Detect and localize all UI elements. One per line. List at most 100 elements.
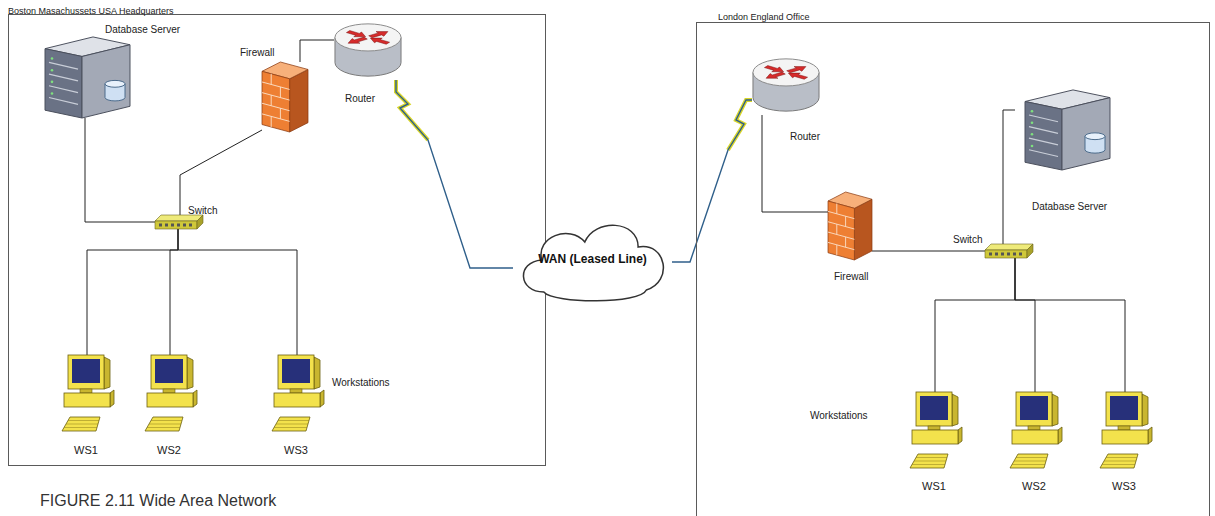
brick-joint <box>828 211 854 218</box>
router-icon <box>752 55 820 115</box>
keyboard-keys <box>274 427 307 428</box>
lightning-bolt <box>396 80 428 140</box>
keyboard-keys <box>916 457 947 458</box>
network-cable <box>762 115 828 212</box>
monitor-stand <box>163 389 175 393</box>
keyboard-keys <box>1016 457 1047 458</box>
keyboard-keys <box>1104 461 1136 462</box>
server-bay <box>49 86 78 93</box>
workstation: WS2 <box>143 355 198 433</box>
keyboard-keys <box>1106 457 1137 458</box>
database-server: Database Server <box>1015 88 1115 170</box>
monitor-screen <box>1110 396 1138 420</box>
server-bay <box>1029 150 1058 157</box>
router-arrows <box>344 29 392 45</box>
ws-icon <box>908 392 963 470</box>
case-side <box>193 390 197 407</box>
switch-port <box>189 224 192 227</box>
computer-case <box>912 430 958 444</box>
server-bay <box>1029 115 1058 122</box>
keyboard <box>145 417 183 431</box>
server-bay <box>49 74 78 81</box>
wan-link <box>672 100 752 262</box>
server-led <box>1031 121 1034 124</box>
server-bay <box>1029 127 1058 134</box>
device-label: Firewall <box>240 47 274 59</box>
keyboard-keys <box>64 427 97 428</box>
network-cable <box>87 229 178 355</box>
keyboard-keys <box>912 464 945 465</box>
brick-joint <box>262 93 290 100</box>
brick-joint <box>271 116 272 127</box>
network-cable <box>180 130 262 215</box>
ws-icon <box>1008 392 1063 470</box>
switch-port <box>177 224 180 227</box>
router-top <box>335 24 401 51</box>
monitor-screen <box>72 359 100 383</box>
server-led <box>51 57 54 60</box>
router-arrow <box>762 64 787 74</box>
brick-joint <box>845 216 846 226</box>
wan-link <box>396 80 513 268</box>
router-icon <box>334 20 402 80</box>
device-label: Router <box>790 131 820 143</box>
keyboard-keys <box>1014 461 1046 462</box>
device-label: Switch <box>953 234 982 246</box>
switch-front <box>985 250 1027 258</box>
router-top <box>753 59 819 86</box>
monitor-side <box>314 357 320 389</box>
caption-holder: FIGURE 2.11 Wide Area Network <box>40 492 276 510</box>
server-front <box>1025 102 1062 170</box>
brick-joint <box>836 224 837 234</box>
keyboard-keys <box>278 420 309 421</box>
brick-joint <box>280 108 281 119</box>
switch-port <box>995 253 998 256</box>
keyboard-keys <box>276 424 308 425</box>
brick-joint <box>828 222 854 229</box>
case-side <box>1058 427 1062 444</box>
firewall-side <box>854 199 872 260</box>
keyboard-keys <box>914 461 946 462</box>
monitor-side <box>1142 394 1148 426</box>
switch-side <box>197 215 203 229</box>
ws-icon <box>1098 392 1153 470</box>
network-cable <box>178 229 297 355</box>
lightning-layer <box>396 80 752 150</box>
firewall-side <box>290 69 308 132</box>
keyboard <box>272 417 310 431</box>
monitor <box>916 392 952 426</box>
network-cable <box>300 40 334 62</box>
firewall-front <box>828 201 854 260</box>
switch-port <box>1019 253 1022 256</box>
device-label: WS2 <box>1022 480 1046 493</box>
ws-icon <box>270 355 325 433</box>
network-cable <box>170 229 178 355</box>
switch-port <box>1013 253 1016 256</box>
switch-front <box>155 221 197 229</box>
network-cable <box>1003 110 1015 244</box>
switch-side <box>1027 244 1033 258</box>
group-label: Workstations <box>810 410 868 422</box>
network-cable <box>872 251 985 252</box>
workstation: WS3 <box>1098 392 1153 470</box>
device-label: Database Server <box>1032 201 1107 213</box>
switch-icon <box>985 244 1033 258</box>
device-label: WS2 <box>157 444 181 457</box>
monitor-side <box>952 394 958 426</box>
firewall: Firewall <box>828 192 872 260</box>
monitor-screen <box>155 359 183 383</box>
switch-port <box>183 224 186 227</box>
monitor <box>1106 392 1142 426</box>
monitor-screen <box>282 359 310 383</box>
workstation: WS3 <box>270 355 325 433</box>
router-arrows <box>762 64 810 80</box>
brick-joint <box>280 87 281 98</box>
case-side <box>1148 427 1152 444</box>
brick-joint <box>262 103 290 110</box>
keyboard-keys <box>66 424 98 425</box>
ws-icon <box>143 355 198 433</box>
keyboard <box>1100 454 1138 468</box>
case-side <box>110 390 114 407</box>
router-arrow <box>784 64 809 74</box>
device-label: Router <box>345 93 375 105</box>
